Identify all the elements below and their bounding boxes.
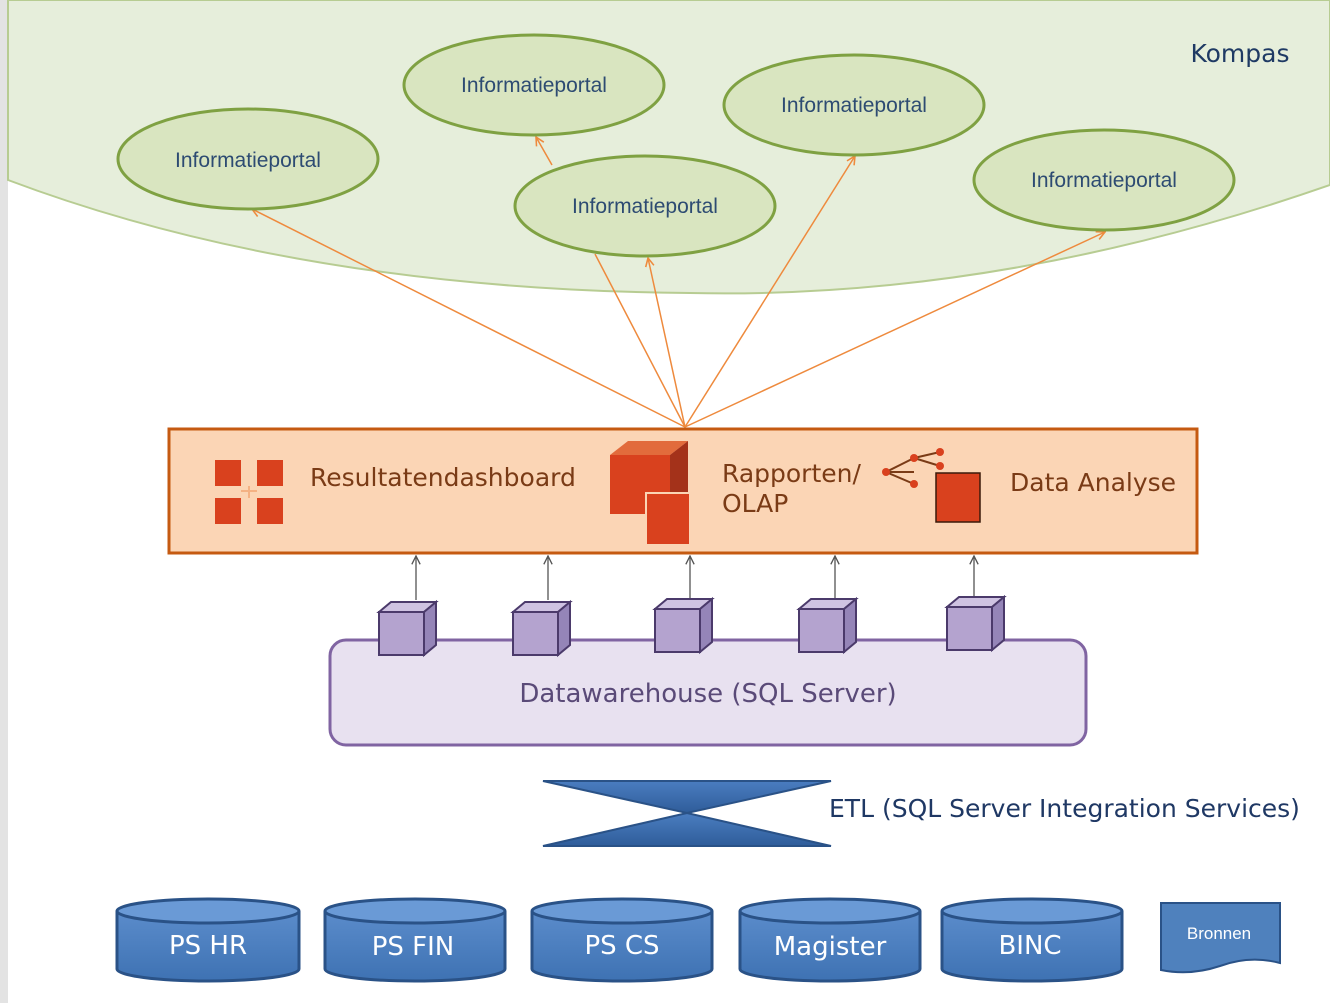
left-margin bbox=[0, 0, 8, 1003]
portal-label: Informatieportal bbox=[572, 195, 718, 218]
etl-label: ETL (SQL Server Integration Services) bbox=[829, 794, 1300, 823]
source-ps-fin[interactable]: PS FIN bbox=[323, 897, 507, 983]
portal-2[interactable]: Informatieportal bbox=[722, 53, 986, 157]
source-binc[interactable]: BINC bbox=[940, 897, 1124, 983]
datawarehouse[interactable]: Datawarehouse (SQL Server) bbox=[328, 638, 1088, 747]
portal-1[interactable]: Informatieportal bbox=[402, 33, 666, 137]
portal-3[interactable]: Informatieportal bbox=[116, 107, 380, 211]
dwh-arrows bbox=[416, 556, 974, 600]
source-label: PS CS bbox=[584, 931, 659, 961]
dwh-cube-5 bbox=[944, 594, 1007, 653]
portal-label: Informatieportal bbox=[175, 149, 321, 172]
bi-layer[interactable]: Resultatendashboard Rapporten/ OLAP Data… bbox=[167, 427, 1199, 555]
kompas-label: Kompas bbox=[1190, 39, 1289, 68]
bronnen-document[interactable]: Bronnen bbox=[1160, 902, 1281, 974]
olap-cube-icon bbox=[610, 441, 691, 546]
dashboard-label: Resultatendashboard bbox=[310, 463, 576, 492]
portal-label: Informatieportal bbox=[1031, 169, 1177, 192]
reports-label-line1: Rapporten/ bbox=[722, 459, 861, 488]
source-label: PS FIN bbox=[372, 932, 455, 962]
dwh-cube-1 bbox=[376, 599, 439, 658]
source-ps-cs[interactable]: PS CS bbox=[530, 897, 714, 983]
dashboard-icon bbox=[215, 460, 283, 524]
analysis-label: Data Analyse bbox=[1010, 468, 1176, 497]
dwh-cube-3 bbox=[652, 596, 715, 655]
bronnen-label: Bronnen bbox=[1187, 924, 1251, 943]
source-ps-hr[interactable]: PS HR bbox=[115, 897, 301, 983]
portal-label: Informatieportal bbox=[461, 74, 607, 97]
analysis-tree-icon bbox=[882, 448, 981, 523]
portal-arrows bbox=[252, 137, 1105, 428]
dwh-cube-4 bbox=[796, 596, 859, 655]
portal-5[interactable]: Informatieportal bbox=[513, 154, 777, 258]
source-label: BINC bbox=[998, 931, 1061, 961]
kompas-area bbox=[7, 0, 1330, 295]
portal-label: Informatieportal bbox=[781, 94, 927, 117]
portal-4[interactable]: Informatieportal bbox=[972, 128, 1236, 232]
datawarehouse-label: Datawarehouse (SQL Server) bbox=[519, 679, 896, 709]
source-magister[interactable]: Magister bbox=[738, 897, 922, 983]
etl-shape[interactable] bbox=[542, 780, 832, 847]
source-label: PS HR bbox=[169, 931, 247, 961]
dwh-cube-2 bbox=[510, 599, 573, 658]
reports-label-line2: OLAP bbox=[722, 489, 788, 518]
source-label: Magister bbox=[774, 932, 887, 962]
